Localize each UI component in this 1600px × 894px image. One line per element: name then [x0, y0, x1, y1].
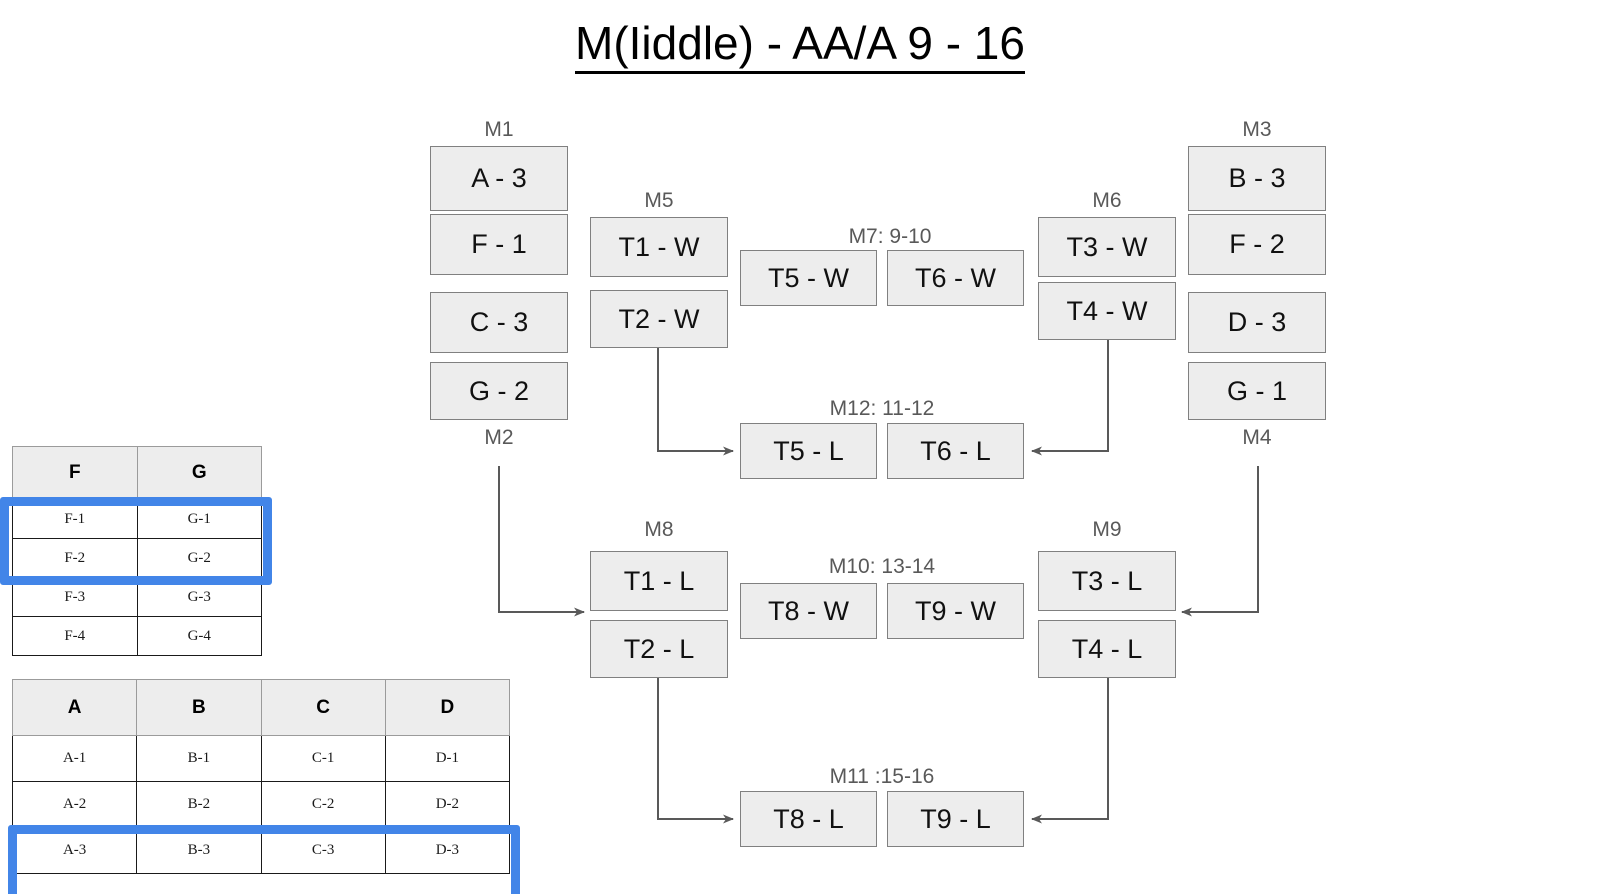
table-abcd-header-1: B — [136, 679, 262, 736]
bracket-slot-m4-1[interactable]: D - 3 — [1188, 292, 1326, 353]
highlight-box-fg — [0, 497, 272, 585]
bracket-slot-m3-1[interactable]: B - 3 — [1188, 146, 1326, 211]
bracket-slot-m4-2[interactable]: G - 1 — [1188, 362, 1326, 420]
bracket-slot-m3-2[interactable]: F - 2 — [1188, 214, 1326, 275]
table-abcd-header-3: D — [384, 679, 511, 736]
table-abcd-cell-0-3: D-1 — [384, 735, 511, 782]
bracket-slot-m8-1[interactable]: T1 - L — [590, 551, 728, 611]
table-abcd-header-2: C — [260, 679, 386, 736]
bracket-slot-m12-1[interactable]: T5 - L — [740, 423, 877, 479]
bracket-slot-m1-1[interactable]: A - 3 — [430, 146, 568, 211]
table-abcd-cell-0-2: C-1 — [260, 735, 386, 782]
table-abcd-cell-1-0: A-2 — [11, 781, 138, 828]
bracket-slot-m5-1[interactable]: T1 - W — [590, 217, 728, 277]
table-fg-header-0: F — [12, 446, 138, 500]
table-abcd-header-0: A — [11, 679, 138, 736]
table-abcd-cell-2-2: C-3 — [260, 827, 386, 874]
bracket-slot-m5-2[interactable]: T2 - W — [590, 290, 728, 348]
table-fg-cell-1-0: F-2 — [12, 538, 138, 578]
match-label-m12: M12: 11-12 — [829, 397, 935, 420]
table-abcd-header-row: A B C D — [11, 679, 511, 736]
table-fg-header-1: G — [136, 446, 262, 500]
match-label-m6: M6 — [1092, 189, 1122, 212]
match-label-m4: M4 — [1242, 426, 1272, 449]
bracket-slot-m12-2[interactable]: T6 - L — [887, 423, 1024, 479]
table-fg-cell-3-0: F-4 — [12, 616, 138, 656]
bracket-slot-m2-1[interactable]: C - 3 — [430, 292, 568, 353]
table-row: F-1 G-1 — [12, 499, 262, 539]
highlight-box-abcd — [8, 825, 520, 894]
table-fg-cell-1-1: G-2 — [136, 538, 262, 578]
bracket-slot-m9-2[interactable]: T4 - L — [1038, 620, 1176, 678]
table-row: A-3 B-3 C-3 D-3 — [11, 827, 511, 874]
table-abcd-cell-1-2: C-2 — [260, 781, 386, 828]
bracket-slot-m8-2[interactable]: T2 - L — [590, 620, 728, 678]
bracket-slot-m7-2[interactable]: T6 - W — [887, 250, 1024, 306]
bracket-slot-m10-1[interactable]: T8 - W — [740, 583, 877, 639]
match-label-m8: M8 — [644, 518, 674, 541]
match-label-m9: M9 — [1092, 518, 1122, 541]
table-abcd-cell-2-3: D-3 — [384, 827, 511, 874]
bracket-slot-m1-2[interactable]: F - 1 — [430, 214, 568, 275]
page-title: M(Iiddle) - AA/A 9 - 16 — [0, 17, 1600, 74]
table-fg: F G F-1 G-1 F-2 G-2 F-3 G-3 F-4 G-4 — [12, 446, 262, 656]
match-label-m5: M5 — [644, 189, 674, 212]
table-abcd-cell-1-1: B-2 — [136, 781, 262, 828]
table-abcd: A B C D A-1 B-1 C-1 D-1 A-2 B-2 C-2 D-2 … — [11, 679, 511, 874]
page-title-text: M(Iiddle) - AA/A 9 - 16 — [575, 17, 1025, 74]
bracket-slot-m2-2[interactable]: G - 2 — [430, 362, 568, 420]
bracket-slot-m6-2[interactable]: T4 - W — [1038, 282, 1176, 340]
table-abcd-cell-0-0: A-1 — [11, 735, 138, 782]
table-row: F-2 G-2 — [12, 538, 262, 578]
match-label-m1: M1 — [484, 118, 514, 141]
bracket-slot-m6-1[interactable]: T3 - W — [1038, 217, 1176, 277]
match-label-m3: M3 — [1242, 118, 1272, 141]
table-abcd-cell-0-1: B-1 — [136, 735, 262, 782]
bracket-slot-m10-2[interactable]: T9 - W — [887, 583, 1024, 639]
bracket-slot-m9-1[interactable]: T3 - L — [1038, 551, 1176, 611]
match-label-m7: M7: 9-10 — [848, 225, 932, 248]
table-fg-header-row: F G — [12, 446, 262, 500]
table-fg-cell-3-1: G-4 — [136, 616, 262, 656]
table-row: A-2 B-2 C-2 D-2 — [11, 781, 511, 828]
match-label-m10: M10: 13-14 — [828, 555, 936, 578]
bracket-slot-m11-2[interactable]: T9 - L — [887, 791, 1024, 847]
table-row: A-1 B-1 C-1 D-1 — [11, 735, 511, 782]
table-abcd-cell-2-0: A-3 — [11, 827, 138, 874]
match-label-m11: M11 :15-16 — [829, 765, 935, 788]
match-label-m2: M2 — [484, 426, 514, 449]
table-row: F-4 G-4 — [12, 616, 262, 656]
bracket-slot-m11-1[interactable]: T8 - L — [740, 791, 877, 847]
bracket-slot-m7-1[interactable]: T5 - W — [740, 250, 877, 306]
table-abcd-cell-1-3: D-2 — [384, 781, 511, 828]
